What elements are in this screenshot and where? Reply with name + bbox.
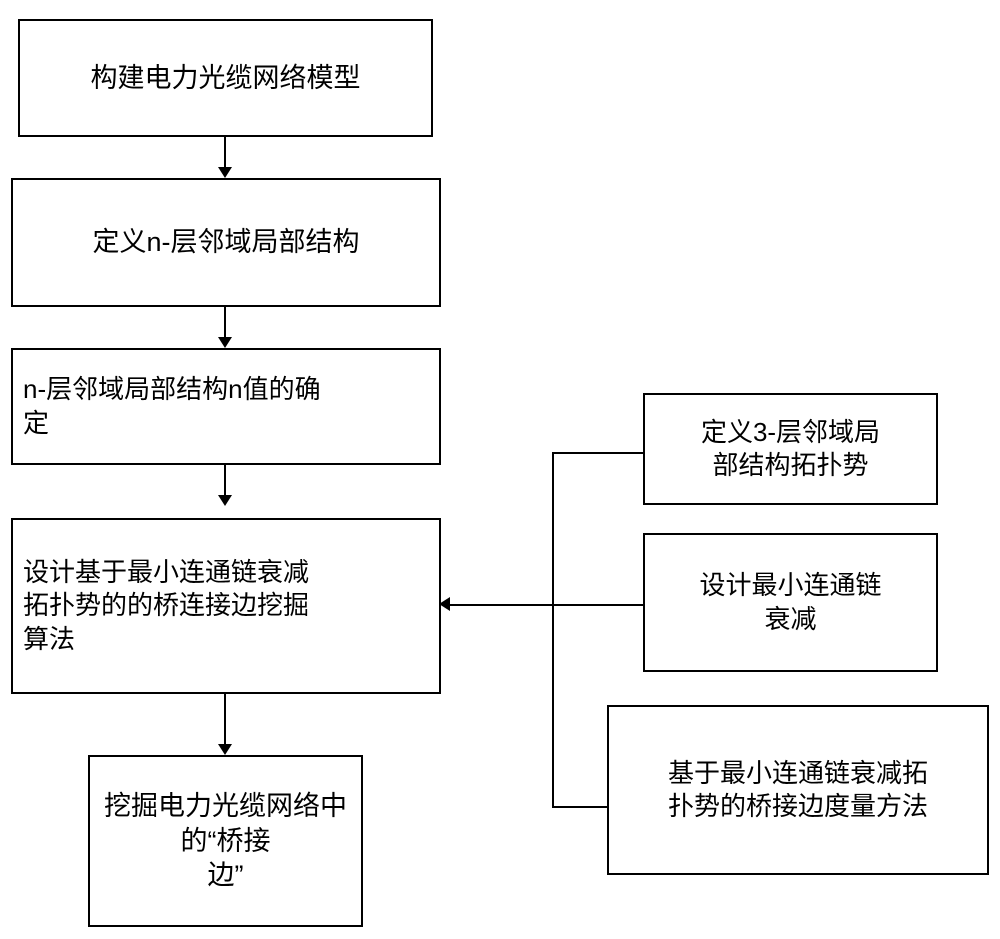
connector-n4-n5 [224, 694, 226, 749]
arrow-n1-n2 [218, 167, 232, 178]
node-label: 构建电力光缆网络模型 [90, 62, 361, 93]
connector-n8-bus [552, 806, 608, 808]
node-design-min-connected-chain-decay: 设计最小连通链 衰减 [643, 533, 938, 672]
connector-n3-n4 [224, 465, 226, 500]
connector-n6-bus [552, 452, 644, 454]
node-label: 设计基于最小连通链衰减 拓扑势的的桥连接边挖掘 算法 [23, 557, 310, 654]
node-bridge-edge-measure-method: 基于最小连通链衰减拓 扑势的桥接边度量方法 [607, 705, 989, 875]
connector-bus-vertical [552, 452, 554, 808]
arrow-n2-n3 [218, 337, 232, 348]
node-define-n-layer-structure: 定义n-层邻域局部结构 [11, 178, 441, 307]
node-label: 设计最小连通链 衰减 [699, 570, 882, 634]
connector-n7-bus [552, 604, 644, 606]
node-mine-bridge-edges: 挖掘电力光缆网络中的“桥接 边” [88, 755, 363, 927]
node-label: 定义3-层邻域局 部结构拓扑势 [700, 416, 881, 480]
arrow-n3-n4 [218, 495, 232, 506]
node-build-network-model: 构建电力光缆网络模型 [18, 19, 433, 137]
connector-n1-n2 [224, 137, 226, 172]
node-define-3-layer-topology-potential: 定义3-层邻域局 部结构拓扑势 [643, 393, 938, 505]
connector-bus-to-n4 [444, 604, 554, 606]
node-label: 基于最小连通链衰减拓 扑势的桥接边度量方法 [667, 757, 928, 821]
arrow-n4-n5 [218, 744, 232, 755]
node-label: n-层邻域局部结构n值的确 定 [23, 374, 321, 438]
node-determine-n-value: n-层邻域局部结构n值的确 定 [11, 348, 441, 465]
node-label: 挖掘电力光缆网络中的“桥接 边” [104, 791, 347, 891]
node-design-bridge-edge-algorithm: 设计基于最小连通链衰减 拓扑势的的桥连接边挖掘 算法 [11, 518, 441, 694]
node-label: 定义n-层邻域局部结构 [92, 227, 360, 258]
arrow-bus-n4 [439, 597, 450, 611]
connector-n2-n3 [224, 307, 226, 342]
